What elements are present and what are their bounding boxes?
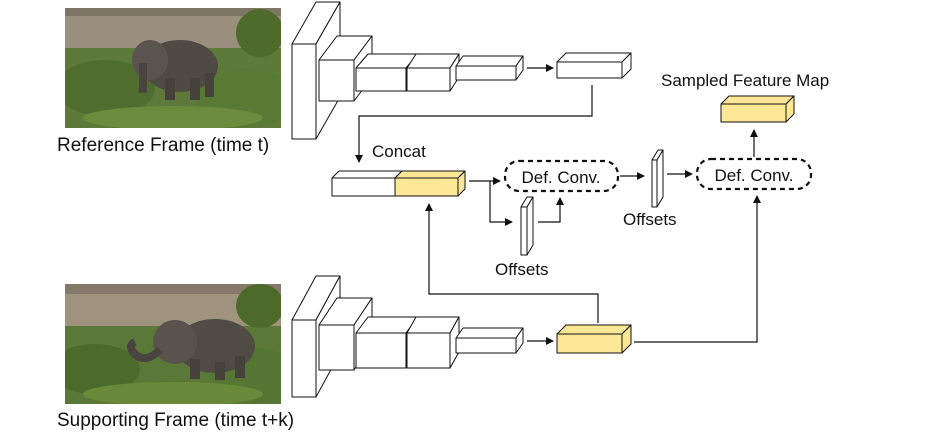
def-conv-label-1: Def. Conv. [521,168,600,187]
sup-feature-block-4 [406,316,460,369]
arrow-concat-to-offsets1 [489,181,513,226]
arrow-sup-to-concat [425,203,599,323]
offsets-slab-1 [520,196,534,256]
arrow-sup-to-defconv2 [634,195,761,343]
reference-backbone [291,1,632,140]
ref-feature-block-5 [455,55,524,81]
concat-label: Concat [372,142,426,161]
arrow-offsets1-to-defconv1 [538,197,564,223]
def-conv-box-2 [695,157,813,191]
sup-output-block [556,324,632,354]
supporting-backbone [291,275,632,398]
supporting-frame-caption: Supporting Frame (time t+k) [57,410,295,431]
sampled-feature-map-block [720,95,795,123]
concat-block [331,170,466,197]
offsets-label-1: Offsets [495,260,549,279]
ref-output-block [556,52,632,79]
def-conv-box-1 [503,159,620,193]
reference-frame-image [65,8,281,128]
def-conv-label-2: Def. Conv. [714,166,793,185]
supporting-frame-image [65,284,281,404]
ref-feature-block-1 [291,1,341,140]
reference-frame-caption: Reference Frame (time t) [57,135,270,156]
offsets-label-2: Offsets [623,210,677,229]
sampled-feature-map-label: Sampled Feature Map [661,71,829,90]
offsets-slab-2 [651,149,664,208]
arrow-ref-to-concat [355,85,593,163]
sup-feature-block-5 [455,327,524,354]
ref-feature-block-4 [406,53,460,92]
